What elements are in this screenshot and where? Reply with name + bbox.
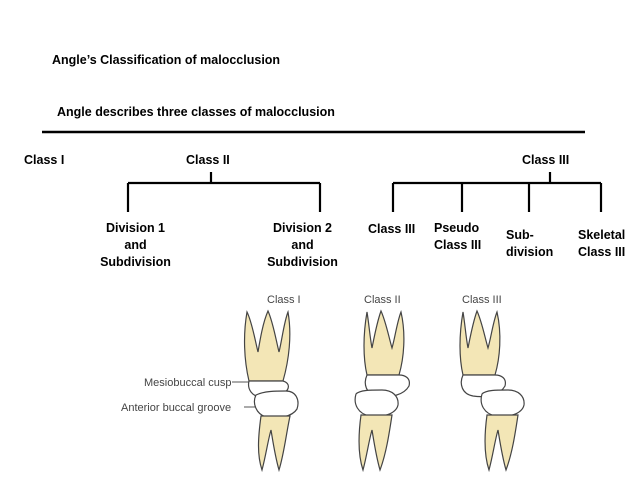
division-2-line3: Subdivision bbox=[267, 255, 338, 269]
class-3-upper-molar bbox=[459, 309, 501, 376]
class-3-lower-molar bbox=[484, 414, 519, 473]
class-1-upper-molar bbox=[243, 309, 291, 382]
division-2-line2: and bbox=[291, 238, 314, 252]
illus-class-2-label: Class II bbox=[364, 294, 401, 306]
class-2-upper-molar bbox=[363, 309, 405, 376]
class-1-lower-molar bbox=[257, 415, 291, 473]
division-1-line3: Subdivision bbox=[100, 255, 171, 269]
class-2-teeth bbox=[354, 309, 410, 473]
class-1-lower-crown bbox=[253, 390, 299, 419]
skeletal-line2: Class III bbox=[578, 245, 626, 259]
division-1-line1: Division 1 bbox=[105, 221, 166, 235]
division-1-label: Division 1 and Subdivision bbox=[88, 220, 183, 271]
subdivision-label: Sub- division bbox=[506, 227, 553, 261]
class-2-label: Class II bbox=[186, 153, 230, 167]
pseudo-class-3-label: Pseudo Class III bbox=[434, 220, 481, 254]
class-1-teeth bbox=[243, 309, 299, 473]
pseudo-line2: Class III bbox=[434, 238, 482, 252]
pseudo-line1: Pseudo bbox=[434, 221, 480, 235]
class-3-teeth bbox=[459, 309, 525, 473]
illus-class-3-label: Class III bbox=[462, 294, 502, 306]
tooth-illustration: Class I Class II Class III Mesiobuccal c… bbox=[121, 294, 502, 414]
class-3-label: Class III bbox=[522, 153, 570, 167]
tree-connectors bbox=[42, 130, 603, 212]
division-2-line1: Division 2 bbox=[272, 221, 333, 235]
division-2-label: Division 2 and Subdivision bbox=[255, 220, 350, 271]
illus-class-1-label: Class I bbox=[267, 294, 301, 306]
mesiobuccal-cusp-label: Mesiobuccal cusp bbox=[144, 377, 231, 389]
subdivision-line2: division bbox=[506, 245, 554, 259]
true-class-3-label: Class III bbox=[368, 222, 416, 236]
skeletal-class-3-label: Skeletal Class III bbox=[578, 227, 625, 261]
diagram-subtitle: Angle describes three classes of maloccl… bbox=[57, 105, 335, 119]
class-2-lower-molar bbox=[358, 414, 393, 473]
skeletal-line1: Skeletal bbox=[578, 228, 626, 242]
class-3-lower-crown bbox=[480, 389, 525, 418]
subdivision-line1: Sub- bbox=[506, 228, 534, 242]
anterior-buccal-groove-label: Anterior buccal groove bbox=[121, 402, 231, 414]
class-2-lower-crown bbox=[354, 389, 399, 418]
diagram-title: Angle’s Classification of malocclusion bbox=[52, 53, 281, 67]
division-1-line2: and bbox=[124, 238, 147, 252]
class-1-label: Class I bbox=[24, 153, 65, 167]
